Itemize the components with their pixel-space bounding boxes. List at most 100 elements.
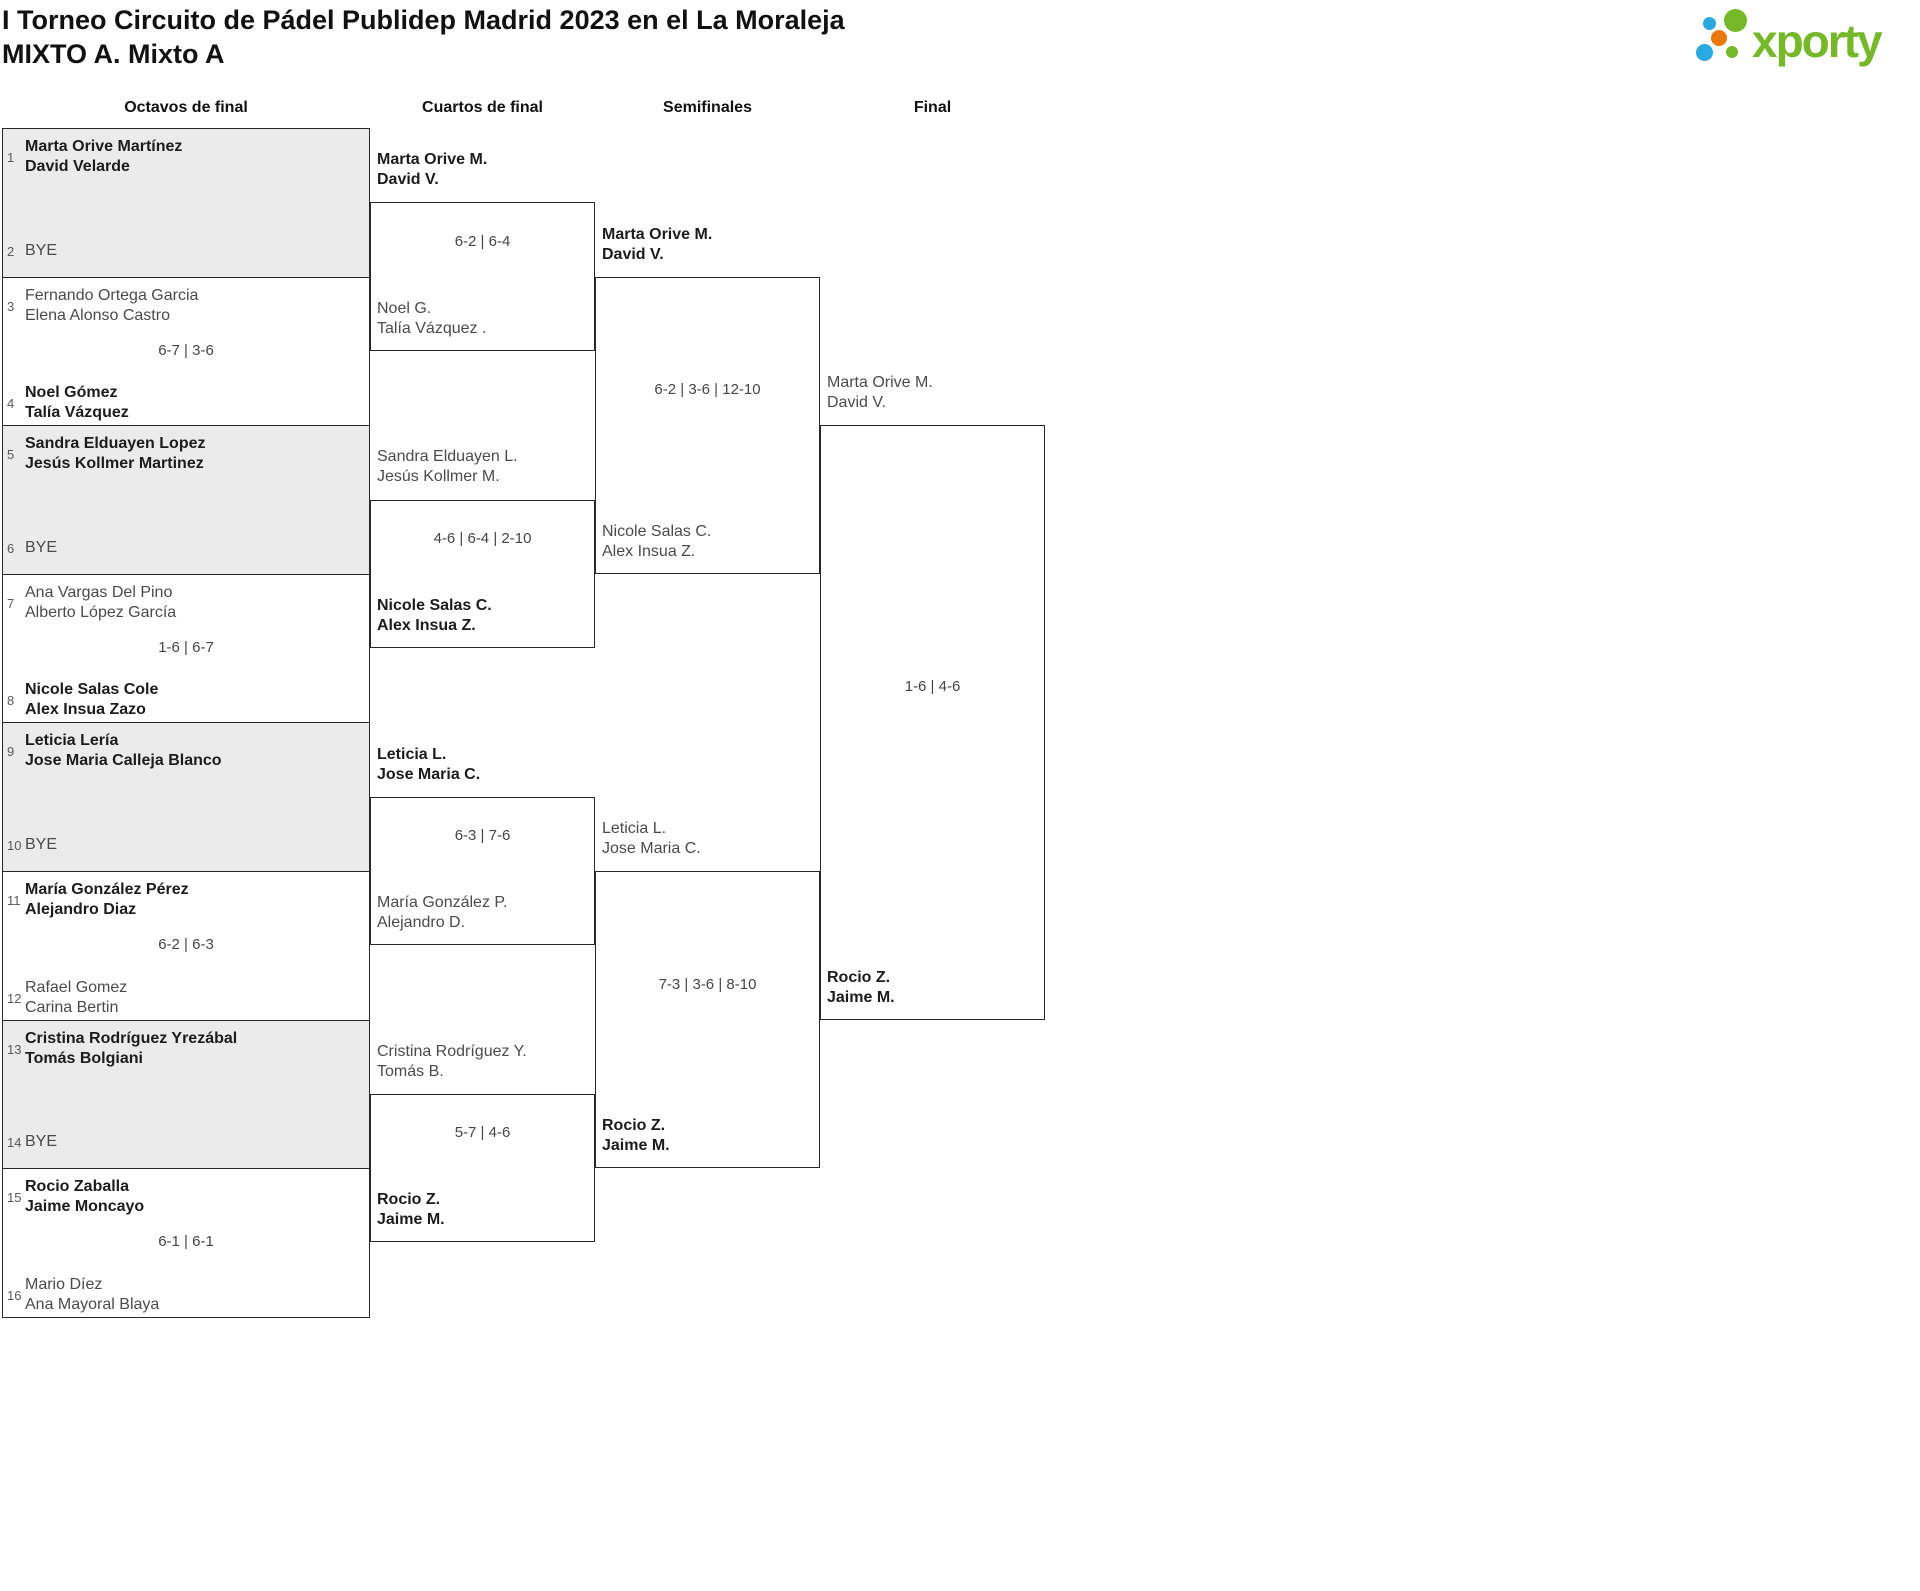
seed-number: 14 — [7, 1134, 22, 1150]
r16-score-4: 6-1 | 6-1 — [158, 1233, 214, 1250]
qf4-team-top: Cristina Rodríguez Y.Tomás B. — [377, 1042, 592, 1082]
r16-block-6 — [2, 871, 370, 1021]
qf3-team-top: Leticia L.Jose Maria C. — [377, 745, 592, 785]
qf2-box — [370, 499, 595, 649]
r16-score-3: 6-2 | 6-3 — [158, 936, 214, 953]
team-name: Rocio Z.Jaime M. — [827, 969, 895, 1006]
r16-score-2: 1-6 | 6-7 — [158, 639, 214, 656]
team-name: Cristina Rodríguez Y.Tomás B. — [377, 1043, 527, 1080]
team-name: BYE — [25, 242, 58, 259]
seed-number: 6 — [7, 540, 15, 556]
qf1-team-top: Marta Orive M.David V. — [377, 150, 592, 190]
sf2-team-top: Leticia L.Jose Maria C. — [602, 819, 817, 859]
final-score: 1-6 | 4-6 — [904, 678, 961, 695]
round-header-octavos: Octavos de final — [124, 99, 248, 116]
r16-seed-2: 2 BYE — [7, 241, 357, 261]
team-name: Sandra Elduayen L.Jesús Kollmer M. — [377, 448, 518, 485]
sf2-box — [595, 871, 820, 1169]
page-title: I Torneo Circuito de Pádel Publidep Madr… — [2, 5, 845, 35]
r16-seed-14: 14 BYE — [7, 1132, 357, 1152]
team-name: María González P.Alejandro D. — [377, 894, 508, 931]
team-name: BYE — [25, 1133, 58, 1150]
qf-score-1: 6-2 | 6-4 — [454, 233, 511, 250]
sf1-box — [595, 276, 820, 574]
qf3-box — [370, 796, 595, 946]
final-team-bottom: Rocio Z.Jaime M. — [827, 968, 1042, 1008]
seed-number: 1 — [7, 149, 15, 165]
qf1-team-bottom: Noel G.Talía Vázquez . — [377, 299, 592, 339]
qf4-team-bottom: Rocio Z.Jaime M. — [377, 1190, 592, 1230]
sf2-team-bottom: Rocio Z.Jaime M. — [602, 1116, 817, 1156]
seed-number: 11 — [7, 892, 21, 908]
seed-number: 7 — [7, 595, 15, 611]
r16-score-1: 6-7 | 3-6 — [158, 342, 214, 359]
team-name: Leticia L.Jose Maria C. — [377, 746, 481, 783]
team-name: Noel G.Talía Vázquez . — [377, 300, 487, 337]
logo-dot-orange — [1711, 30, 1727, 46]
r16-block-4 — [2, 573, 370, 724]
team-name: Marta Orive M.David V. — [377, 151, 488, 188]
final-box — [820, 425, 1045, 1020]
sf1-team-top: Marta Orive M.David V. — [602, 225, 817, 265]
qf3-team-bottom: María González P.Alejandro D. — [377, 893, 592, 933]
sf-score-2: 7-3 | 3-6 | 8-10 — [658, 976, 757, 993]
qf1-box — [370, 202, 595, 351]
seed-number: 16 — [7, 1287, 22, 1303]
team-name: Nicole Salas C.Alex Insua Z. — [377, 597, 492, 634]
team-name: BYE — [25, 836, 58, 853]
seed-number: 10 — [7, 837, 22, 853]
qf4-box — [370, 1093, 595, 1243]
seed-number: 12 — [7, 990, 22, 1006]
logo-dot-blue-small — [1703, 17, 1716, 30]
seed-number: 5 — [7, 446, 15, 462]
logo-dot-blue-large — [1696, 44, 1713, 61]
qf-score-2: 4-6 | 6-4 | 2-10 — [433, 530, 532, 547]
r16-block-2 — [2, 276, 370, 427]
r16-seed-10: 10 BYE — [7, 835, 357, 855]
team-name: Marta Orive M.David V. — [827, 374, 933, 411]
qf-score-3: 6-3 | 7-6 — [454, 827, 511, 844]
r16-block-7 — [2, 1019, 370, 1170]
team-name: Rocio Z.Jaime M. — [602, 1117, 670, 1154]
sf1-team-bottom: Nicole Salas C.Alex Insua Z. — [602, 522, 817, 562]
team-name: Marta Orive M.David V. — [602, 226, 713, 263]
final-team-top: Marta Orive M.David V. — [827, 373, 1042, 413]
seed-number: 4 — [7, 395, 15, 411]
r16-block-1 — [2, 128, 370, 278]
round-header-semifinal: Semifinales — [663, 99, 752, 116]
r16-block-5 — [2, 722, 370, 873]
logo-dot-green-large — [1724, 9, 1747, 32]
seed-number: 15 — [7, 1189, 22, 1205]
seed-number: 8 — [7, 692, 15, 708]
team-name: BYE — [25, 539, 58, 556]
r16-block-3 — [2, 425, 370, 576]
sf-score-1: 6-2 | 3-6 | 12-10 — [654, 381, 761, 398]
seed-number: 13 — [7, 1041, 22, 1057]
seed-number: 2 — [7, 243, 15, 259]
qf-score-4: 5-7 | 4-6 — [454, 1124, 511, 1141]
round-header-final: Final — [913, 99, 952, 116]
logo-text: xporty — [1752, 15, 1883, 67]
logo-dot-green-small — [1726, 46, 1738, 58]
